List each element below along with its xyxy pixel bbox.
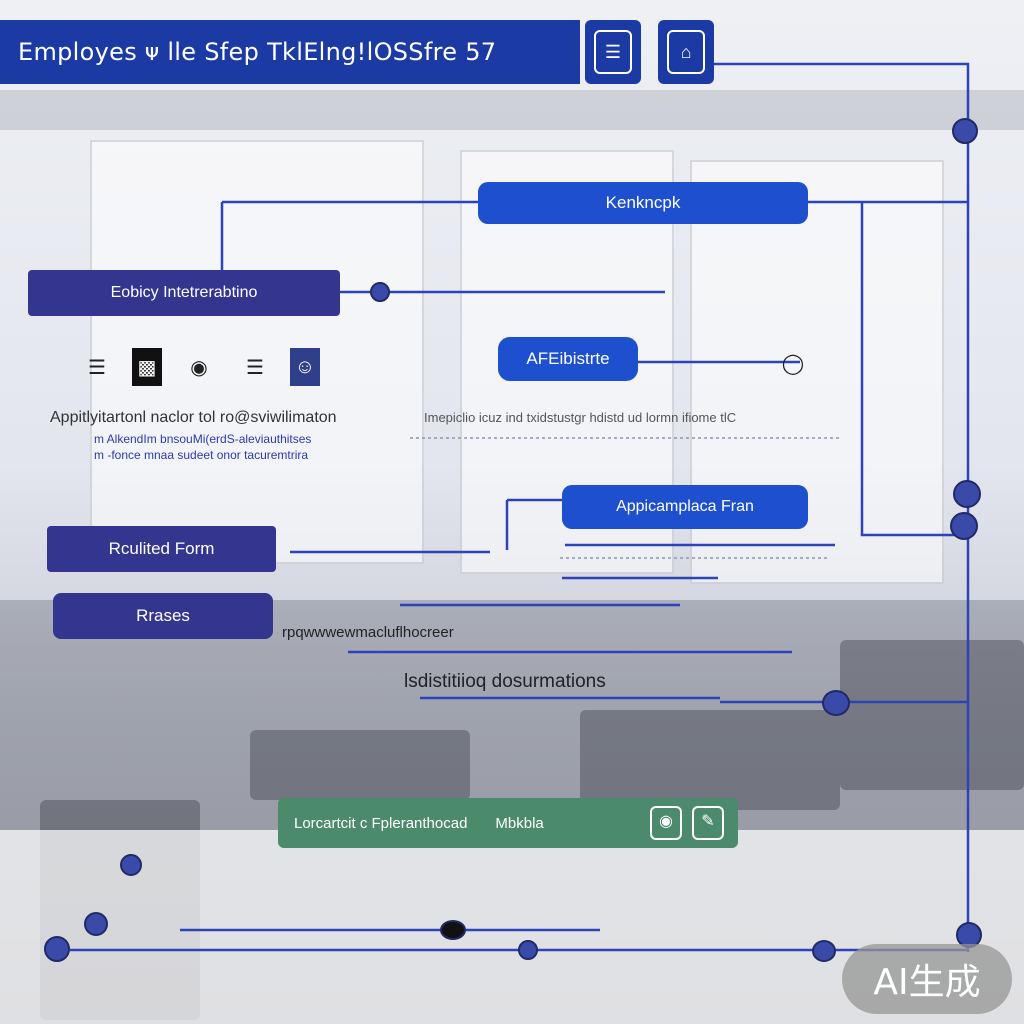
bottom-bar-right-label: Mbkbla (495, 815, 543, 832)
node-applicant[interactable]: AFEibistrte (498, 337, 638, 381)
connector-node (370, 282, 390, 302)
page-title-bar: Employes ᴪ lle Sfep TklElng!lOSSfre 57 (0, 20, 580, 84)
node-application-form[interactable]: Appicamplaca Fran (562, 485, 808, 529)
left-subcaption-1: m AlkendIm bnsouMi(erdS-aleviauthitses (94, 431, 311, 448)
badge-icon: ◉ (184, 348, 214, 386)
node-rrases-label: Rrases (136, 606, 190, 626)
connector-node (952, 118, 978, 144)
ai-generated-watermark: AI生成 (842, 944, 1012, 1014)
connector-node (440, 920, 466, 940)
node-result-form[interactable]: Rculited Form (47, 526, 276, 572)
connector-node (44, 936, 70, 962)
connector-node (822, 690, 850, 716)
profile-icon: ◯ (778, 344, 808, 382)
badge-icon[interactable]: ☰ (585, 20, 641, 84)
connector-node (812, 940, 836, 962)
scan-icon[interactable]: ◉ (650, 806, 682, 840)
connector-node (953, 480, 981, 508)
node-interview-label: Eobicy Intetrerabtino (111, 284, 258, 302)
center-caption: Imepiclio icuz ind txidstustgr hdistd ud… (424, 410, 736, 425)
bottom-bar[interactable]: Lorcartcit c Fpleranthocad Mbkbla ◉ ✎ (278, 798, 738, 848)
node-application-form-label: Appicamplaca Fran (616, 498, 754, 516)
connector-node (120, 854, 142, 876)
connector-node (950, 512, 978, 540)
node-rrases[interactable]: Rrases (53, 593, 273, 639)
document-icon: ☰ (240, 348, 270, 386)
documents-label: lsdistitiioq dosurmations (404, 671, 606, 693)
node-top-center-label: Kenkncpk (606, 193, 681, 213)
house-icon[interactable]: ⌂ (658, 20, 714, 84)
left-subcaption-2: m -fonce mnaa sudeet onor tacuremtrira (94, 447, 308, 464)
page-title: Employes ᴪ lle Sfep TklElng!lOSSfre 57 (18, 38, 496, 66)
mid-label: rpqwwwewmacluflhocreer (282, 624, 454, 641)
node-top-center[interactable]: Kenkncpk (478, 182, 808, 224)
profile-icon: ☺ (290, 348, 320, 386)
connector-node (518, 940, 538, 960)
bottom-bar-label: Lorcartcit c Fpleranthocad (294, 815, 467, 832)
chart-icon: ▩ (132, 348, 162, 386)
document-icon: ☰ (82, 348, 112, 386)
node-result-form-label: Rculited Form (109, 539, 215, 559)
connector-node (84, 912, 108, 936)
node-applicant-label: AFEibistrte (526, 349, 609, 369)
node-interview[interactable]: Eobicy Intetrerabtino (28, 270, 340, 316)
left-caption: Appitlyitartonl naclor tol ro@sviwilimat… (50, 409, 337, 427)
form-icon[interactable]: ✎ (692, 806, 724, 840)
